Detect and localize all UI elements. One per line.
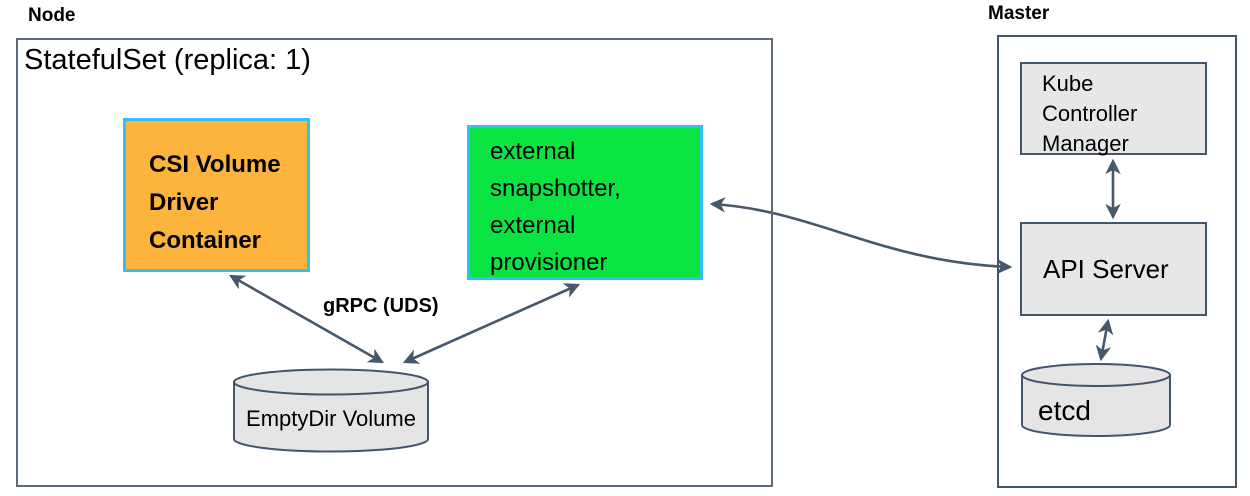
- grpc-uds-label: gRPC (UDS): [323, 295, 439, 317]
- node-section-label: Node: [28, 5, 76, 26]
- csi-volume-driver-box: CSI Volume Driver Container: [123, 118, 310, 272]
- api-server-label: API Server: [1043, 253, 1169, 284]
- statefulset-title: StatefulSet (replica: 1): [24, 44, 311, 76]
- api-server-box: API Server: [1020, 222, 1207, 316]
- master-section-label: Master: [988, 3, 1050, 24]
- node-box: [16, 38, 773, 487]
- kube-controller-manager-box: Kube Controller Manager: [1020, 62, 1207, 156]
- external-snapshotter-provisioner-box: external snapshotter, external provision…: [467, 125, 703, 280]
- master-box: [997, 35, 1237, 488]
